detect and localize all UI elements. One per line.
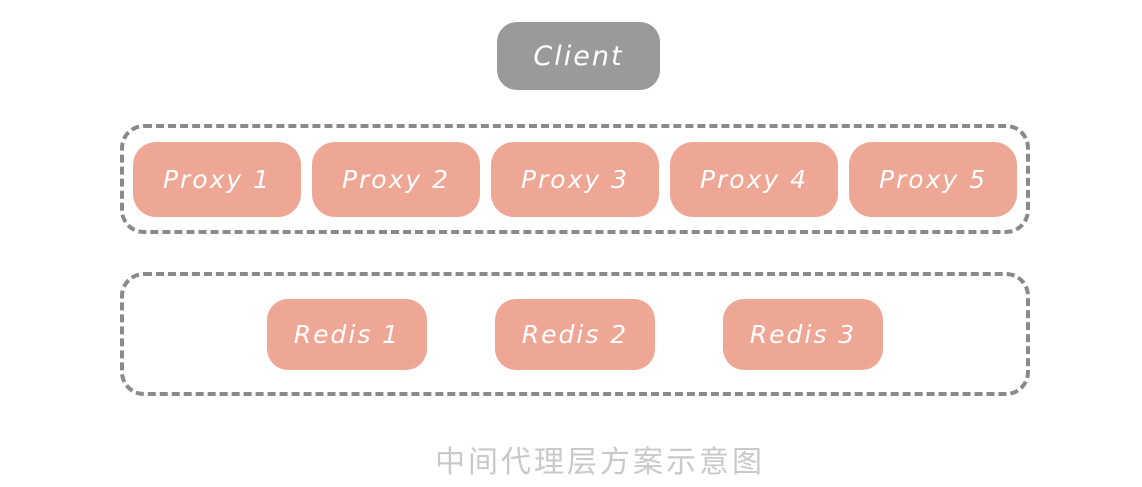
- proxy-node-3-label: Proxy 3: [520, 164, 630, 194]
- proxy-layer-container: Proxy 1 Proxy 2 Proxy 3 Proxy 4 Proxy 5: [120, 124, 1030, 234]
- redis-node-2-label: Redis 2: [521, 319, 629, 349]
- proxy-node-5: Proxy 5: [849, 141, 1017, 217]
- proxy-node-1-label: Proxy 1: [162, 164, 272, 194]
- redis-node-2: Redis 2: [495, 298, 655, 370]
- proxy-node-1: Proxy 1: [133, 141, 301, 217]
- proxy-node-2-label: Proxy 2: [341, 164, 451, 194]
- proxy-node-4-label: Proxy 4: [699, 164, 809, 194]
- proxy-node-2: Proxy 2: [312, 141, 480, 217]
- diagram-caption: 中间代理层方案示意图: [435, 445, 765, 480]
- redis-layer-container: Redis 1 Redis 2 Redis 3: [120, 272, 1030, 396]
- redis-node-3-label: Redis 3: [749, 319, 857, 349]
- client-node: Client: [497, 22, 660, 90]
- redis-node-3: Redis 3: [723, 298, 883, 370]
- client-node-label: Client: [533, 40, 624, 72]
- redis-node-1-label: Redis 1: [293, 319, 401, 349]
- proxy-node-5-label: Proxy 5: [878, 164, 988, 194]
- proxy-node-3: Proxy 3: [491, 141, 659, 217]
- caption-row: 中间代理层方案示意图: [0, 437, 1142, 481]
- redis-node-1: Redis 1: [267, 298, 427, 370]
- proxy-node-4: Proxy 4: [670, 141, 838, 217]
